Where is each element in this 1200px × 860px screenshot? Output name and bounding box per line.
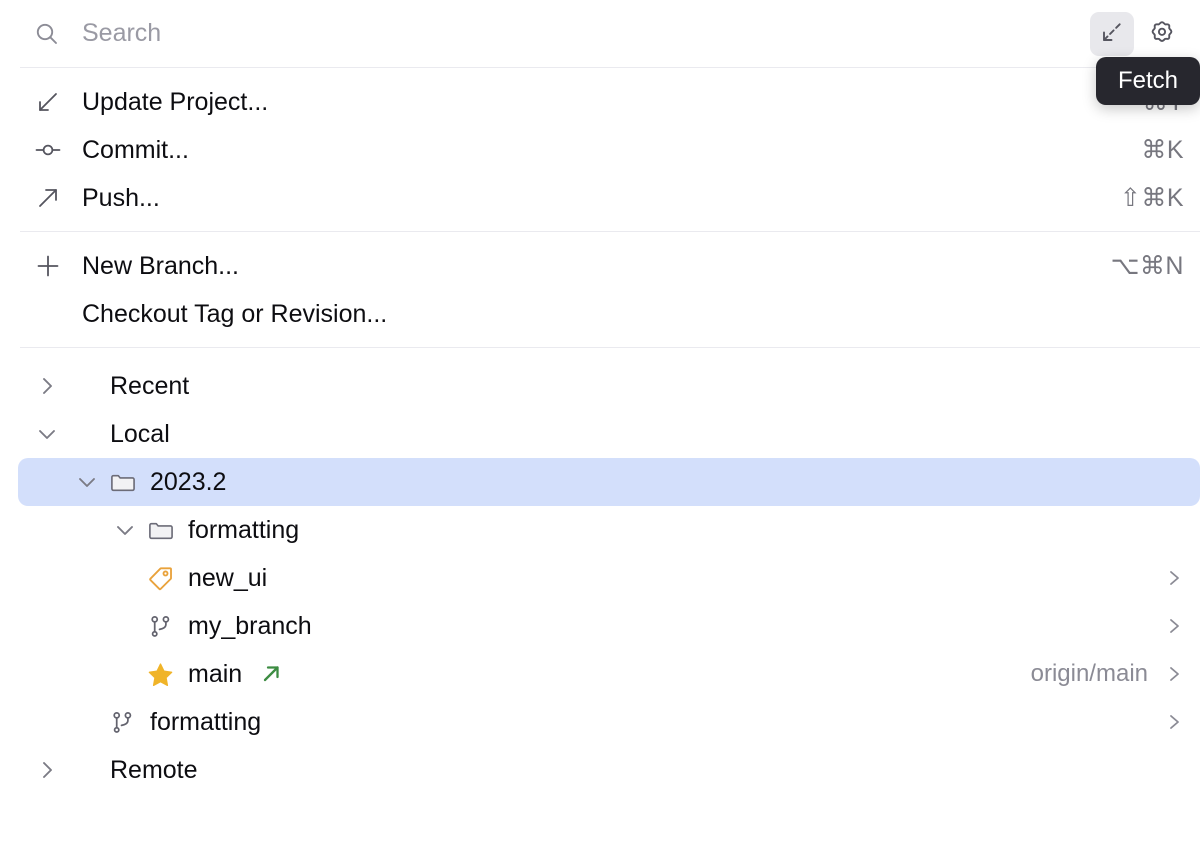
branches-tree: Recent Local 2023.2 formatting new_ui xyxy=(0,348,1200,794)
tree-branch-formatting[interactable]: formatting xyxy=(18,698,1200,746)
tree-folder-formatting[interactable]: formatting xyxy=(18,506,1200,554)
search-row xyxy=(0,0,1200,67)
gear-icon xyxy=(1149,19,1175,48)
divider-top xyxy=(20,67,1200,68)
tree-item-label: my_branch xyxy=(188,611,312,640)
tree-folder-2023-2[interactable]: 2023.2 xyxy=(18,458,1200,506)
arrow-up-right-icon xyxy=(34,184,62,212)
tree-branch-my-branch[interactable]: my_branch xyxy=(18,602,1200,650)
divider-bottom xyxy=(20,347,1200,348)
chevron-down-icon[interactable] xyxy=(74,469,100,495)
folder-icon xyxy=(146,517,174,544)
menu-item-shortcut: ⇧⌘K xyxy=(1119,184,1184,212)
arrow-down-left-icon xyxy=(34,88,62,116)
search-input[interactable] xyxy=(60,19,1082,48)
menu-item-checkout-tag-or-revision[interactable]: Checkout Tag or Revision... xyxy=(0,290,1200,338)
menu-item-label: Update Project... xyxy=(82,87,269,116)
menu-section-vcs: Update Project... ⌘T Commit... ⌘K P xyxy=(0,68,1200,231)
tooltip-label: Fetch xyxy=(1118,67,1179,94)
menu-item-new-branch[interactable]: New Branch... ⌥⌘N xyxy=(0,242,1200,290)
menu-item-label: New Branch... xyxy=(82,251,240,280)
plus-icon xyxy=(34,252,62,280)
menu-item-push[interactable]: Push... ⇧⌘K xyxy=(0,174,1200,222)
menu-item-label: Push... xyxy=(82,183,160,212)
menu-item-label: Commit... xyxy=(82,135,189,164)
row-submenu-chevron-icon[interactable] xyxy=(1164,568,1184,588)
chevron-down-icon[interactable] xyxy=(112,517,138,543)
fetch-arrow-icon xyxy=(1099,19,1125,48)
menu-item-shortcut: ⌘K xyxy=(1141,136,1184,164)
menu-item-label: Checkout Tag or Revision... xyxy=(82,299,388,328)
tree-item-label: formatting xyxy=(188,515,300,544)
tree-group-remote[interactable]: Remote xyxy=(18,746,1200,794)
chevron-right-icon[interactable] xyxy=(34,757,60,783)
tree-item-label: Local xyxy=(110,419,170,448)
star-icon xyxy=(146,661,174,688)
tree-item-label: 2023.2 xyxy=(150,467,227,496)
tree-item-label: new_ui xyxy=(188,563,268,592)
no-icon-placeholder xyxy=(34,300,62,328)
divider-middle xyxy=(20,231,1200,232)
tree-branch-main[interactable]: main origin/main xyxy=(18,650,1200,698)
search-icon xyxy=(34,21,60,47)
menu-item-shortcut: ⌥⌘N xyxy=(1110,252,1184,280)
commit-node-icon xyxy=(34,136,62,164)
fetch-button[interactable] xyxy=(1090,11,1134,56)
row-submenu-chevron-icon[interactable] xyxy=(1164,664,1184,684)
tag-icon xyxy=(146,565,174,592)
tooltip-fetch: Fetch xyxy=(1096,57,1200,105)
chevron-down-icon[interactable] xyxy=(34,421,60,447)
tree-item-label: Remote xyxy=(110,755,198,784)
tree-tag-new-ui[interactable]: new_ui xyxy=(18,554,1200,602)
tree-group-recent[interactable]: Recent xyxy=(18,362,1200,410)
branch-icon xyxy=(108,709,136,736)
tree-item-label: Recent xyxy=(110,371,190,400)
chevron-right-icon[interactable] xyxy=(34,373,60,399)
branch-icon xyxy=(146,613,174,640)
tracking-branch-label: origin/main xyxy=(1030,660,1148,687)
tree-group-local[interactable]: Local xyxy=(18,410,1200,458)
folder-icon xyxy=(108,469,136,496)
menu-item-commit[interactable]: Commit... ⌘K xyxy=(0,126,1200,174)
menu-section-branch: New Branch... ⌥⌘N Checkout Tag or Revisi… xyxy=(0,232,1200,347)
row-submenu-chevron-icon[interactable] xyxy=(1164,712,1184,732)
menu-item-update-project[interactable]: Update Project... ⌘T xyxy=(0,78,1200,126)
tree-item-label: main xyxy=(188,659,243,688)
settings-button[interactable] xyxy=(1140,12,1184,56)
tree-item-label: formatting xyxy=(150,707,262,736)
toolbar-actions xyxy=(1090,11,1184,56)
incoming-changes-arrow-icon xyxy=(260,663,282,685)
row-submenu-chevron-icon[interactable] xyxy=(1164,616,1184,636)
